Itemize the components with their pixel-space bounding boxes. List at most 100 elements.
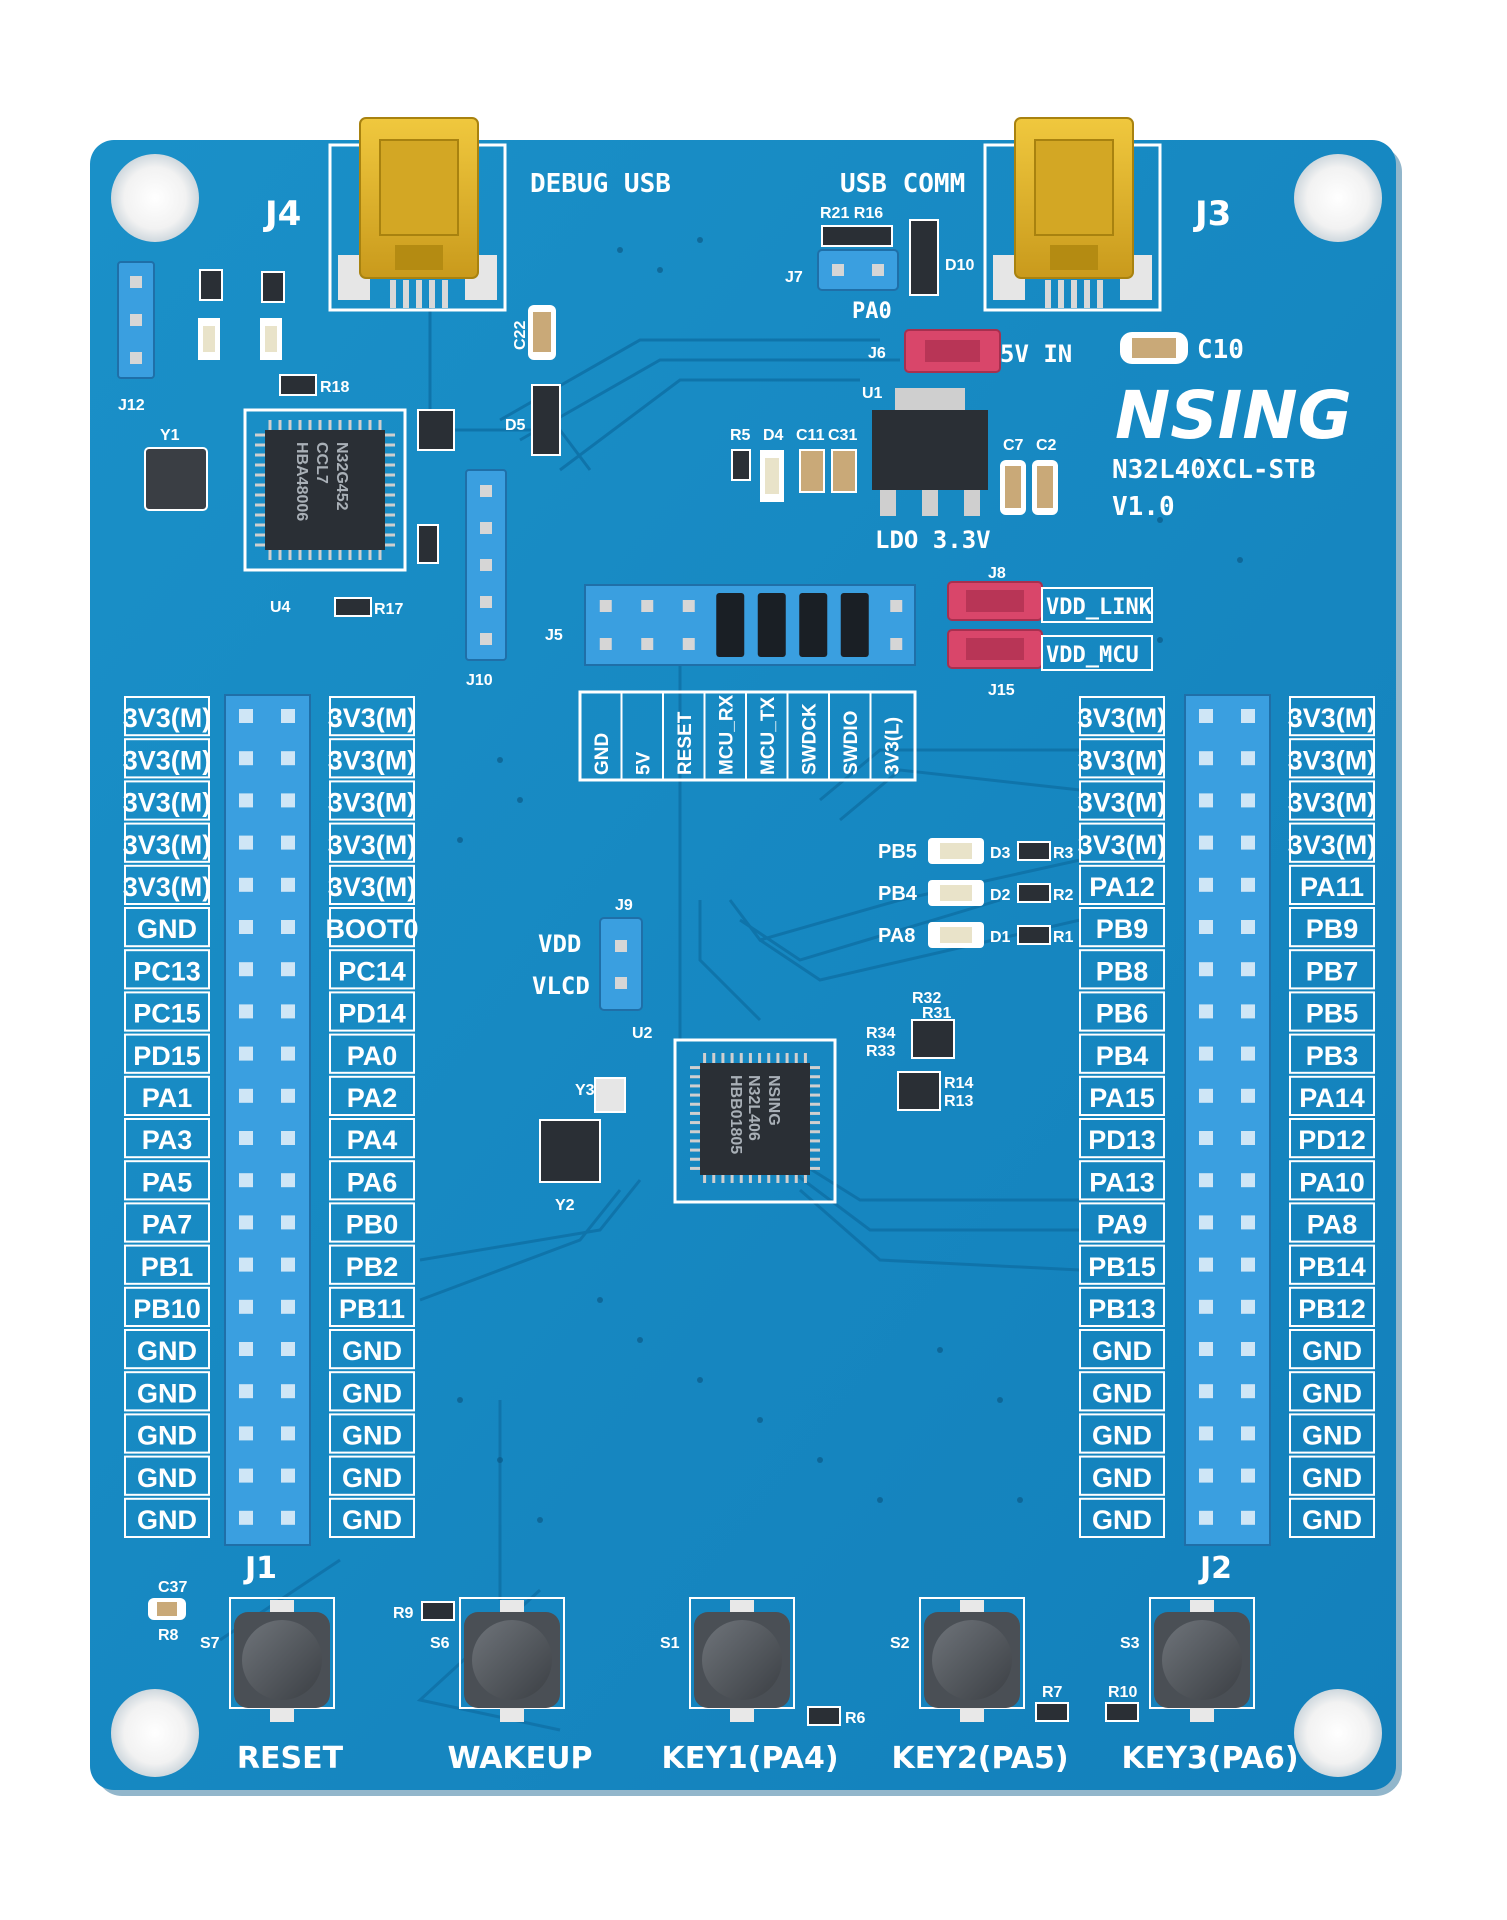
header-j12[interactable]: [117, 261, 155, 379]
r5-label: R5: [730, 427, 751, 444]
chip-pin: [690, 1139, 702, 1143]
swd-pin-label: 3V3(L): [882, 717, 903, 775]
j1-right-box: [329, 1497, 415, 1539]
chip-pin: [808, 1139, 820, 1143]
j1-left-box: [124, 1244, 210, 1285]
j2-left-pin-label: 3V3(M): [1078, 830, 1167, 860]
header-pin: [239, 877, 253, 892]
j2-right-pin-label: GND: [1302, 1336, 1362, 1366]
j1-right-box: [329, 1413, 415, 1454]
c2-label: C2: [1036, 437, 1057, 454]
chip-pin: [368, 548, 372, 560]
j2-right-box: [1289, 864, 1375, 905]
jumper-cap[interactable]: [757, 593, 786, 657]
chip-pin: [318, 548, 322, 560]
chip-pin: [808, 1148, 820, 1152]
j1-left-pin-label: GND: [137, 1378, 197, 1408]
chip-pin: [383, 483, 395, 487]
header-j7[interactable]: [817, 249, 899, 291]
j1-left-pin-label: PA7: [142, 1210, 193, 1240]
button-cap[interactable]: [702, 1620, 782, 1700]
j1-right-pin-label: BOOT0: [325, 914, 418, 944]
y2-label: Y2: [555, 1197, 575, 1214]
r6-resistor: [807, 1706, 841, 1726]
header-pin: [281, 835, 295, 850]
button-cap[interactable]: [242, 1620, 322, 1700]
header-pin: [239, 709, 253, 723]
r9-label: R9: [393, 1605, 414, 1622]
pa0-jumper-label: PA0: [852, 299, 892, 324]
header-pin: [239, 1510, 253, 1525]
jumper-cap[interactable]: [840, 593, 869, 657]
j1-right-pin-label: PB2: [346, 1252, 399, 1282]
chip-pin: [383, 453, 395, 457]
button-cap[interactable]: [1162, 1620, 1242, 1700]
jumper-j15[interactable]: [947, 629, 1043, 669]
leds-d6-d7: [198, 269, 317, 396]
header-pin: [1241, 1173, 1255, 1188]
j2-right-pin-label: 3V3(M): [1288, 745, 1377, 775]
usb-connector-j3[interactable]: [983, 117, 1162, 312]
header-pin: [281, 1384, 295, 1399]
j2-left-pin-label: PB9: [1096, 914, 1149, 944]
led-resistor: [1017, 841, 1051, 861]
jumper-cap[interactable]: [799, 593, 828, 657]
led-ref-label: D3: [990, 845, 1011, 862]
j1-left-pin-label: PA3: [142, 1125, 193, 1155]
board-version: V1.0: [1112, 492, 1175, 522]
chip-pin: [338, 420, 342, 432]
swd-pin-label: SWDIO: [841, 711, 862, 775]
j2-left-pin-label: GND: [1092, 1421, 1152, 1451]
header-j10[interactable]: [465, 469, 507, 661]
button-cap[interactable]: [472, 1620, 552, 1700]
j2-right-box: [1289, 1329, 1375, 1370]
header-pin: [1241, 920, 1255, 934]
chip-pin: [255, 473, 267, 477]
header-pin: [239, 1299, 253, 1314]
j2-right-pin-label: GND: [1302, 1463, 1362, 1493]
led-resistor: [1017, 925, 1051, 945]
parts-d4-c11-c31: [731, 449, 857, 502]
j1-left-box: [124, 991, 210, 1032]
j2-left-pin-label: PA12: [1089, 872, 1155, 902]
jumper-j8[interactable]: [947, 581, 1043, 621]
d5-label: D5: [505, 417, 526, 434]
u2-marking-2: N32L406: [745, 1075, 762, 1141]
header-pin: [641, 638, 654, 650]
chip-pin: [298, 548, 302, 560]
j2-left-box: [1079, 1413, 1165, 1454]
chip-pin: [378, 420, 382, 432]
header-j5[interactable]: [584, 584, 916, 666]
j2-left-pin-label: PB8: [1096, 956, 1149, 986]
header-pin: [239, 1426, 253, 1441]
j2-right-box: [1289, 1413, 1375, 1454]
chip-pin: [308, 548, 312, 560]
chip-pin: [348, 548, 352, 560]
header-j9[interactable]: [599, 917, 643, 1011]
header-pin: [1241, 1384, 1255, 1399]
j1-left-labels: 3V3(M)3V3(M)3V3(M)3V3(M)3V3(M)GNDPC13PC1…: [123, 696, 211, 1539]
jumper-cap[interactable]: [716, 593, 745, 657]
r7-resistor: [1035, 1702, 1069, 1722]
j1-right-pin-label: PC14: [338, 956, 406, 986]
j1-right-box: [329, 864, 415, 905]
j2-left-pin-label: GND: [1092, 1463, 1152, 1493]
button-cap[interactable]: [932, 1620, 1012, 1700]
jumper-j6[interactable]: [904, 329, 1001, 373]
j2-left-box: [1079, 738, 1165, 779]
y3-label: Y3: [575, 1082, 595, 1099]
header-j1[interactable]: [224, 694, 311, 1546]
j2-left-pin-label: 3V3(M): [1078, 703, 1167, 733]
usb-connector-j4[interactable]: [328, 117, 507, 312]
j1-right-pin-label: GND: [342, 1378, 402, 1408]
header-j2[interactable]: [1184, 694, 1271, 1546]
j2-left-pin-label: PA13: [1089, 1167, 1155, 1197]
header-pin: [281, 1342, 295, 1356]
j1-right-pin-label: 3V3(M): [328, 830, 417, 860]
